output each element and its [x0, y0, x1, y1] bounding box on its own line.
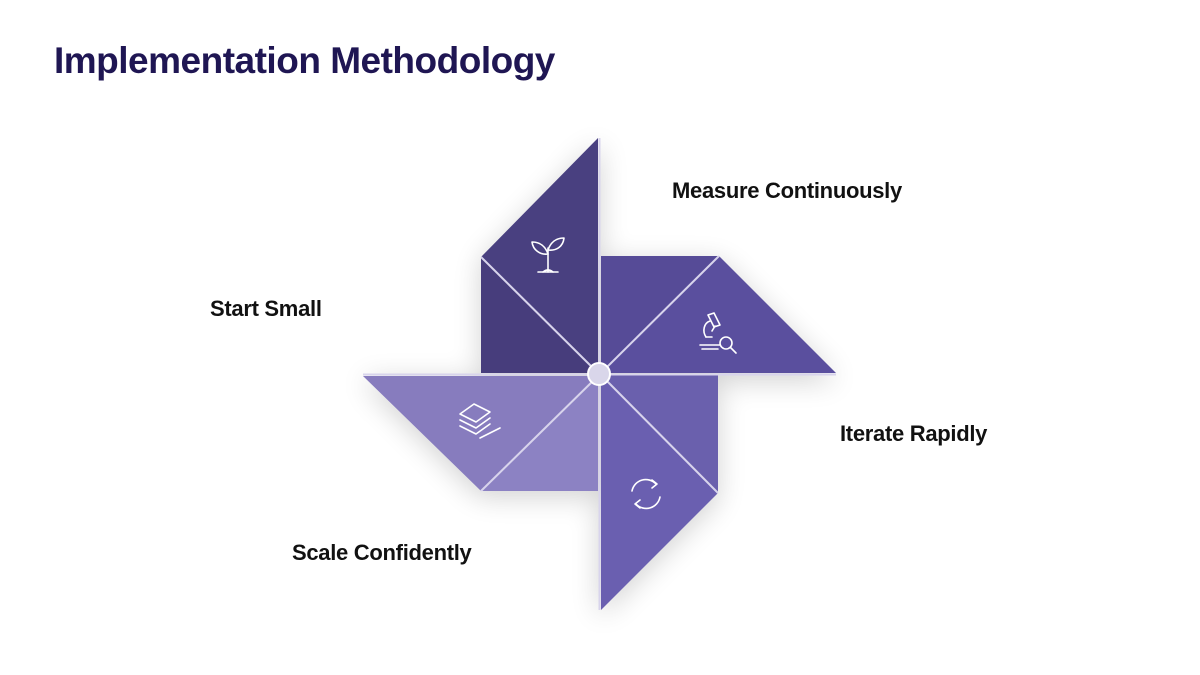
layers-icon [459, 403, 501, 439]
microscope-icon [699, 312, 737, 354]
blade-iterate-rapidly [600, 374, 719, 610]
step-label-measure-continuously: Measure Continuously [672, 178, 902, 203]
refresh-cycle-icon [631, 478, 661, 510]
step-label-scale-confidently: Scale Confidently [292, 540, 472, 565]
step-label-iterate-rapidly: Iterate Rapidly [840, 421, 988, 446]
sprout-icon [531, 237, 565, 273]
pinwheel-hub [587, 362, 611, 386]
blade-start-small [480, 138, 599, 374]
blade-measure-continuously [600, 255, 836, 374]
step-label-start-small: Start Small [210, 296, 322, 321]
blade-scale-confidently [363, 375, 599, 492]
page-title: Implementation Methodology [54, 40, 555, 81]
